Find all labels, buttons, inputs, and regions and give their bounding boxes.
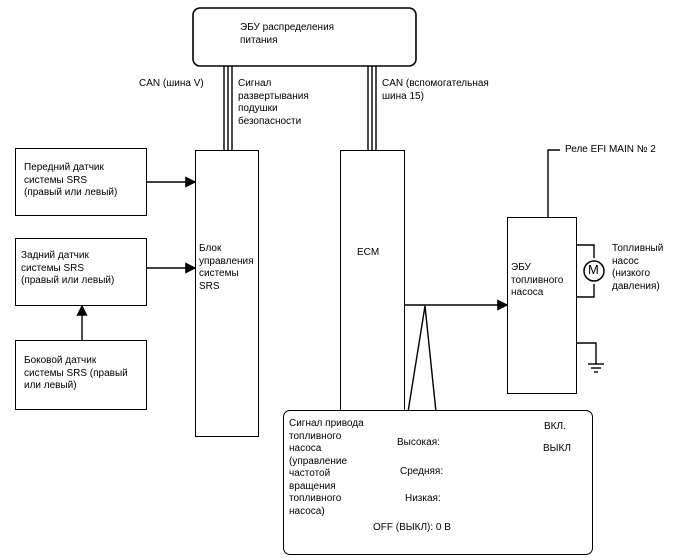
fuel-pump-label: Топливный насос (низкого давления) [612,243,664,292]
power-ecu-label: ЭБУ распределения питания [240,22,335,46]
efi-relay-line [547,149,560,217]
rear-sensor-label: Задний датчик системы SRS (правый или ле… [21,250,115,286]
srs-control-unit-label: Блок управления системы SRS [199,243,254,292]
rear-sensor-box: Задний датчик системы SRS (правый или ле… [15,238,147,306]
ground-icon [576,342,604,373]
motor-wire-top [576,244,595,258]
airbag-signal-label: Сигнал развертывания подушки безопасност… [238,78,309,127]
ecm-box: ECM [340,150,405,412]
can-aux-bus-line [367,66,377,150]
fuel-pump-ecu-label: ЭБУ топливного насоса [511,262,564,298]
on-level-label: ВКЛ. [544,421,566,432]
off-state-label: OFF (ВЫКЛ): 0 В [373,522,451,533]
off-level-label: ВЫКЛ [543,443,571,454]
motor-symbol-label: M [588,262,599,277]
efi-relay-label: Реле EFI MAIN № 2 [565,144,656,155]
ecm-label: ECM [357,247,380,258]
power-ecu-box [192,7,417,67]
can-v-label: CAN (шина V) [139,78,204,89]
front-sensor-box: Передний датчик системы SRS (правый или … [15,148,147,216]
callout-title: Сигнал привода топливного насоса (управл… [289,418,364,517]
motor-wire-bottom [576,284,595,298]
medium-speed-label: Средняя: [400,466,444,477]
can-aux-label: CAN (вспомогательная шина 15) [382,78,489,102]
can-v-bus-line [223,66,233,150]
fuel-pump-ecu-box: ЭБУ топливного насоса [507,217,577,394]
srs-control-unit-box: Блок управления системы SRS [195,150,259,437]
callout-pointer [407,305,437,413]
high-speed-label: Высокая: [397,437,440,448]
fuel-pump-signal-callout [283,410,593,555]
side-sensor-box: Боковой датчик системы SRS (правый или л… [15,340,147,410]
front-sensor-label: Передний датчик системы SRS (правый или … [24,162,118,198]
motor-icon [583,260,605,282]
low-speed-label: Низкая: [405,493,441,504]
side-sensor-label: Боковой датчик системы SRS (правый или л… [24,355,128,391]
